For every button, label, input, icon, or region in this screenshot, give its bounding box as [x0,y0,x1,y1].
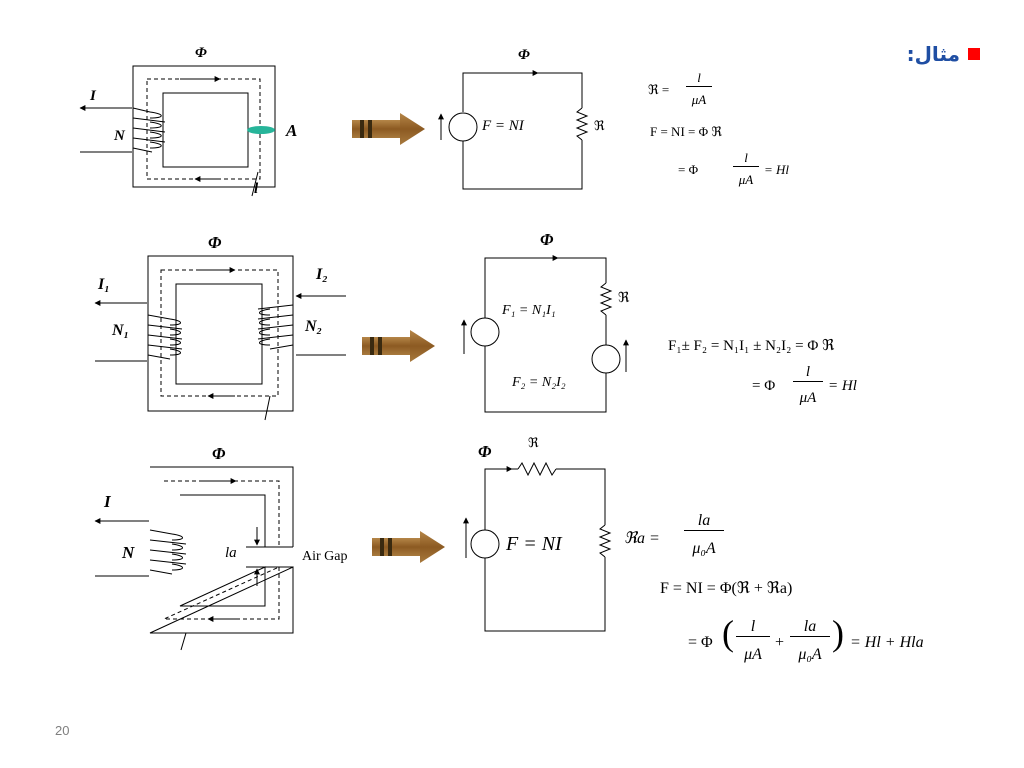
ex1-circuit-reluctance-label: ℜ [594,118,605,133]
ex3-eq1-lhs: ℜa = [624,530,660,547]
example3-transform-arrow [372,531,445,563]
ex2-eq1: F₁± F₂ = N₁I₁ ± N₂I₂ = Φ ℜ [668,338,835,354]
ex3-gap-length-label: la [225,545,237,561]
ex3-eq3-close-paren: ) [832,613,844,653]
example1-core [79,65,276,197]
ex3-eq3-open-paren: ( [722,613,734,653]
ex1-turns-label: N [114,128,125,144]
example1-transform-arrow [352,113,425,145]
ex3-eq3-den2: μ₀A [798,646,822,663]
example3-circuit [463,461,612,632]
ex3-eq3-num1: l [736,618,770,637]
ex2-circuit-reluctance-label: ℜ [618,291,630,306]
ex1-circuit-source-label: F = NI [482,118,524,134]
ex3-eq3-num2: la [790,618,830,637]
ex1-length-label: l [254,181,259,197]
ex2-eq2-den: μA [799,390,817,406]
ex3-eq3-rhs: = Hl + Hla [850,634,924,651]
bullet-square-icon [968,48,980,60]
example2-circuit [461,255,629,413]
example1-area-marker [247,126,275,134]
ex2-circuit-source2-label: F₂ = N₂I₂ [512,375,566,390]
slide-title: مثال: [907,42,980,66]
ex3-air-gap-label: Air Gap [302,549,348,564]
ex3-circuit-flux-label: Φ [478,442,492,461]
ex2-turns1-label: N₁ [112,322,130,339]
ex2-eq2-num: l [793,364,823,382]
slide-title-text: مثال: [906,42,960,66]
ex3-turns-label: N [122,543,135,562]
ex1-eq3-rhs: = Hl [764,162,790,177]
ex2-eq2-rhs: = Hl [828,378,857,394]
page-number: 20 [55,723,70,738]
ex1-area-label: A [286,121,298,140]
ex2-circuit-flux-label: Φ [540,230,554,249]
ex3-circuit-source-label: F = NI [506,533,562,555]
ex2-turns2-label: N₂ [305,318,323,335]
example1-circuit [438,70,589,190]
ex1-current-label: I [90,88,96,104]
ex3-eq3-lhs: = Φ [688,634,713,651]
example2-transform-arrow [362,330,435,362]
ex2-eq2-lhs: = Φ [752,378,776,394]
ex3-eq3-plus: + [775,634,785,651]
ex2-current1-label: I₁ [98,276,110,293]
ex1-eq1-lhs: ℜ = [648,82,670,97]
ex3-eq3-den1: μA [744,646,762,663]
ex1-core-flux-label: Φ [195,45,207,61]
ex3-current-label: I [104,492,111,511]
ex2-current2-label: I₂ [316,266,328,283]
ex3-eq1-den: μ₀A [692,540,716,557]
ex3-circuit-reluctance-top-label: ℜ [528,435,539,450]
ex3-eq1-num: la [684,512,724,531]
ex3-eq2: F = NI = Φ(ℜ + ℜa) [660,580,793,597]
ex1-eq1-den: μA [691,92,707,107]
ex1-eq3-lhs: = Φ [678,162,699,177]
ex1-eq2: F = NI = Φ ℜ [650,124,722,139]
ex1-eq3-num: l [733,150,759,167]
ex2-core-flux-label: Φ [208,233,222,252]
ex3-core-flux-label: Φ [212,444,226,463]
example2-core [94,255,346,421]
example3-core [94,466,294,651]
ex1-circuit-flux-label: Φ [518,47,530,63]
ex1-eq1-num: l [686,70,712,87]
ex2-circuit-source1-label: F₁ = N₁I₁ [502,303,556,318]
ex1-eq3-den: μA [738,172,754,187]
